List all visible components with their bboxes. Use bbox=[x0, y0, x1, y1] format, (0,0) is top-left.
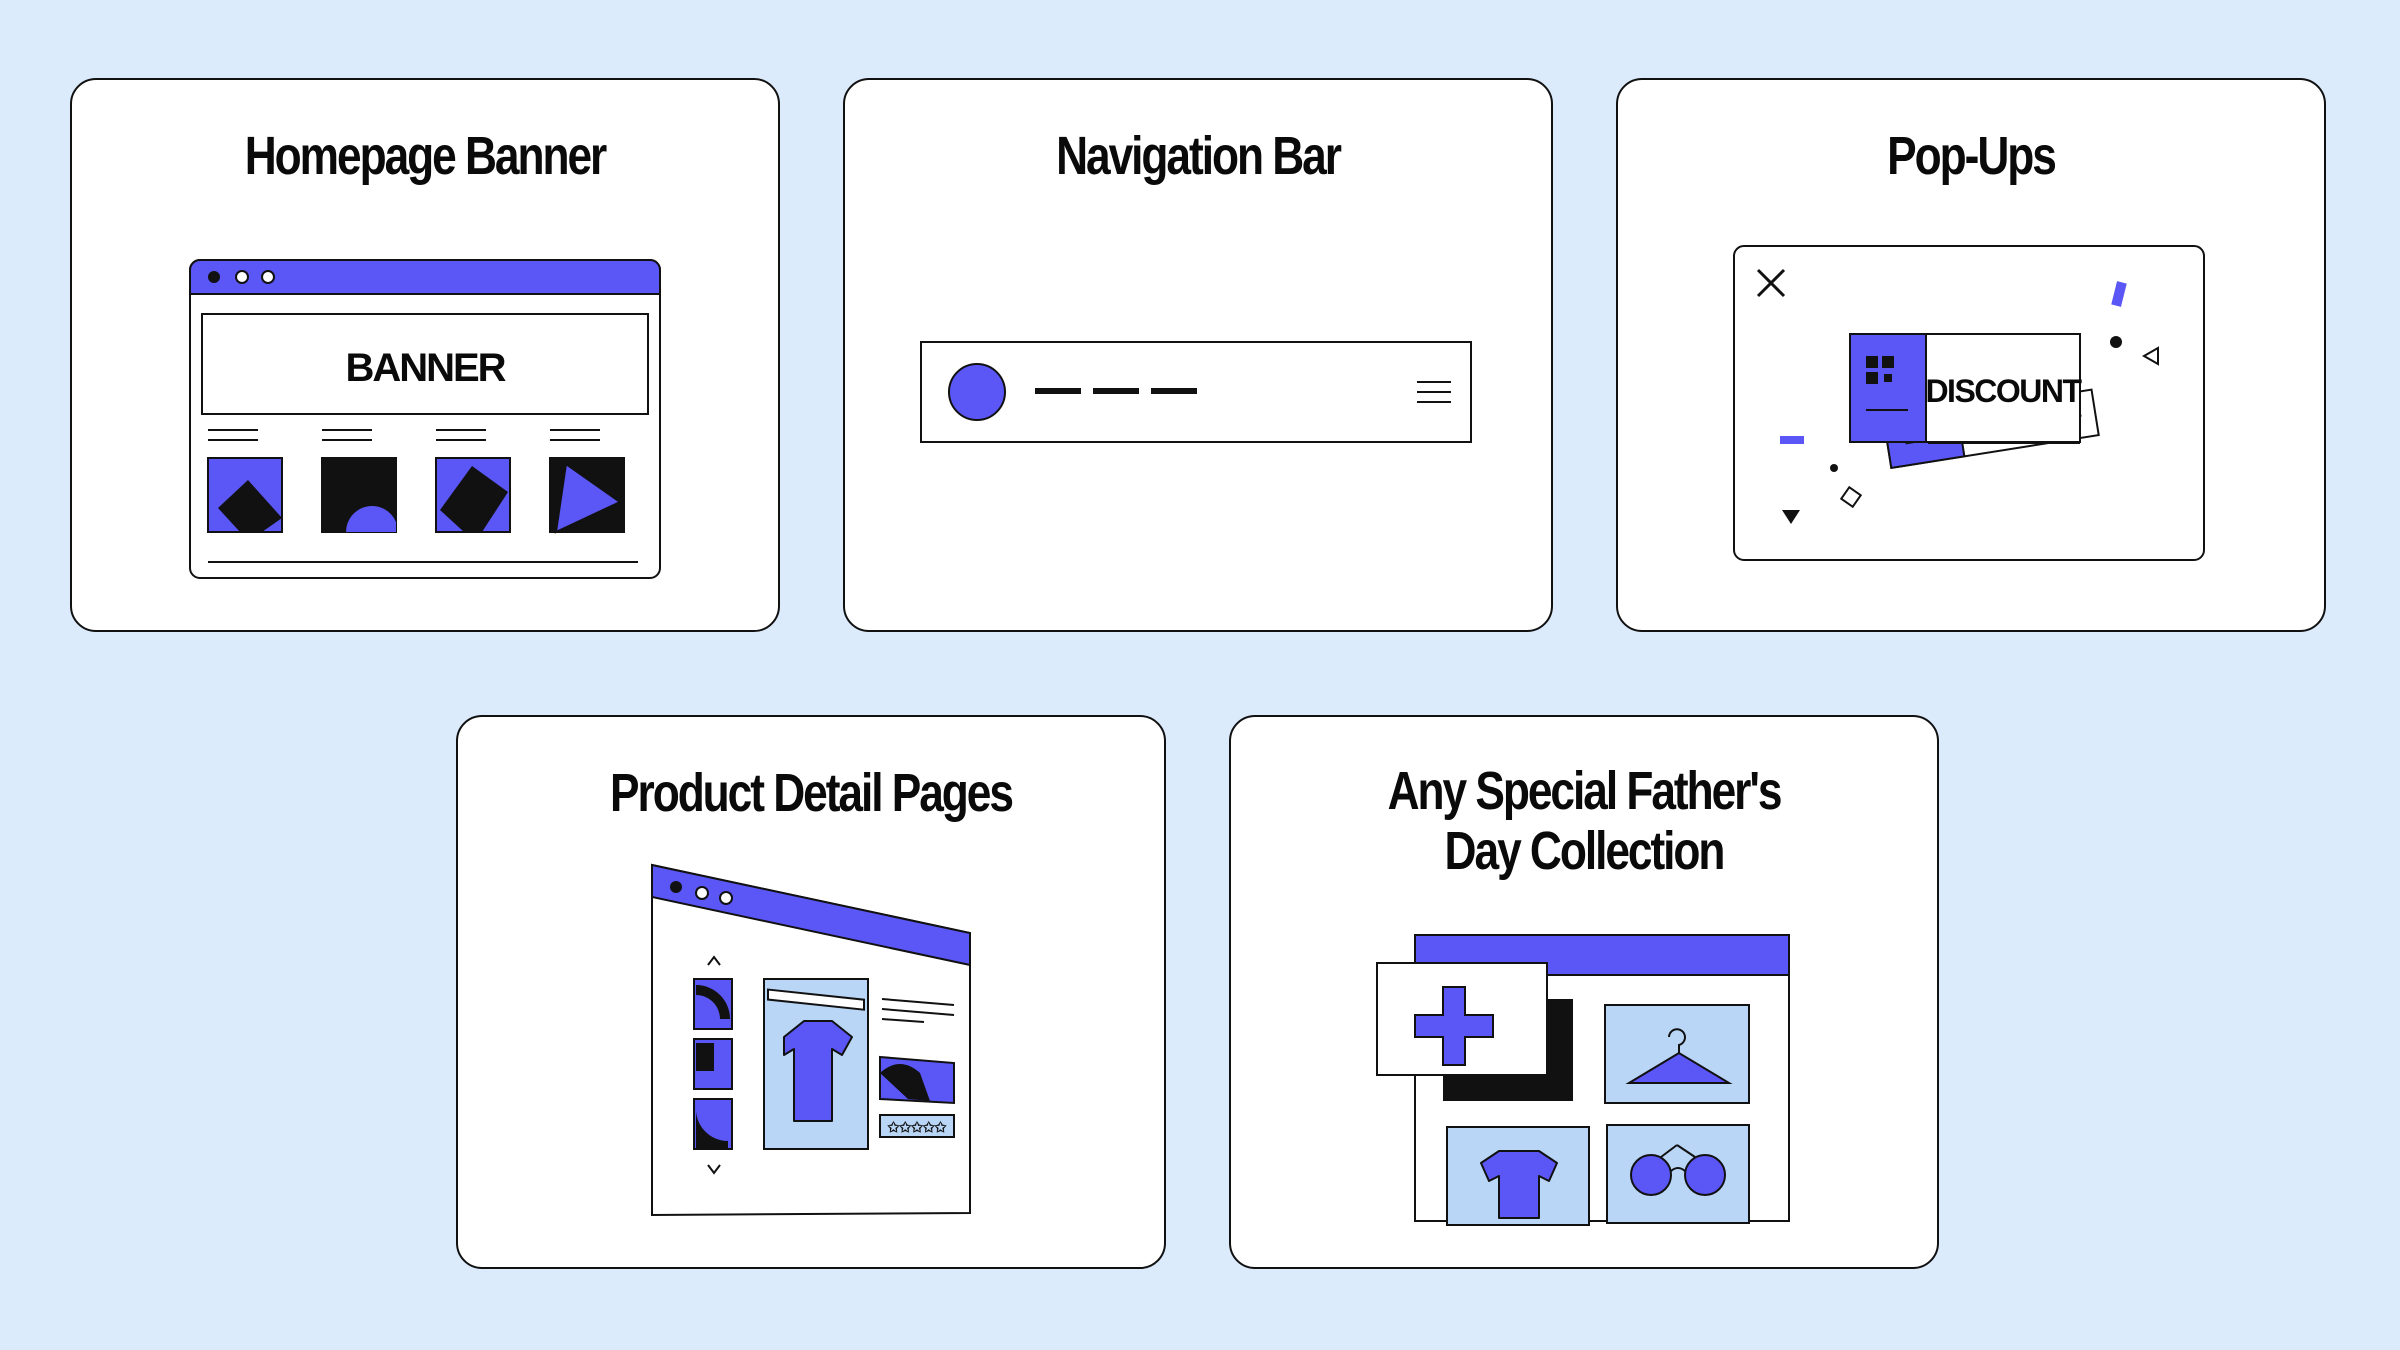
banner-label: BANNER bbox=[345, 346, 506, 390]
discount-label: DISCOUNT bbox=[1925, 373, 2082, 409]
card-fathers-day-collection: Any Special Father's Day Collection bbox=[1229, 715, 1939, 1269]
collection-grid-icon bbox=[1376, 934, 1790, 1226]
navigation-bar-icon bbox=[920, 341, 1472, 443]
card-title: Any Special Father's Day Collection bbox=[1295, 761, 1874, 881]
hamburger-menu-icon bbox=[1417, 381, 1451, 403]
card-product-detail-pages: Product Detail Pages ✩✩✩✩✩ bbox=[456, 715, 1166, 1269]
card-homepage-banner: Homepage Banner BANNER bbox=[70, 78, 780, 632]
hanger-icon bbox=[1625, 1028, 1733, 1084]
discount-popup-icon: DISCOUNT bbox=[1733, 245, 2205, 561]
card-navigation-bar: Navigation Bar bbox=[843, 78, 1553, 632]
svg-text:✩✩✩✩✩: ✩✩✩✩✩ bbox=[887, 1119, 948, 1135]
sunglasses-icon bbox=[1630, 1144, 1726, 1196]
card-pop-ups: Pop-Ups DISCOUNT bbox=[1616, 78, 2326, 632]
browser-window-banner-icon: BANNER bbox=[189, 259, 661, 579]
card-title-line-2: Day Collection bbox=[1444, 821, 1726, 881]
card-title-line-1: Any Special Father's bbox=[1387, 761, 1783, 821]
card-title: Pop-Ups bbox=[1887, 126, 2057, 186]
product-page-icon: ✩✩✩✩✩ bbox=[651, 863, 971, 1217]
card-title: Homepage Banner bbox=[244, 126, 608, 186]
card-title: Navigation Bar bbox=[1056, 126, 1342, 186]
close-icon bbox=[1756, 268, 1786, 298]
card-title: Product Detail Pages bbox=[610, 763, 1014, 823]
